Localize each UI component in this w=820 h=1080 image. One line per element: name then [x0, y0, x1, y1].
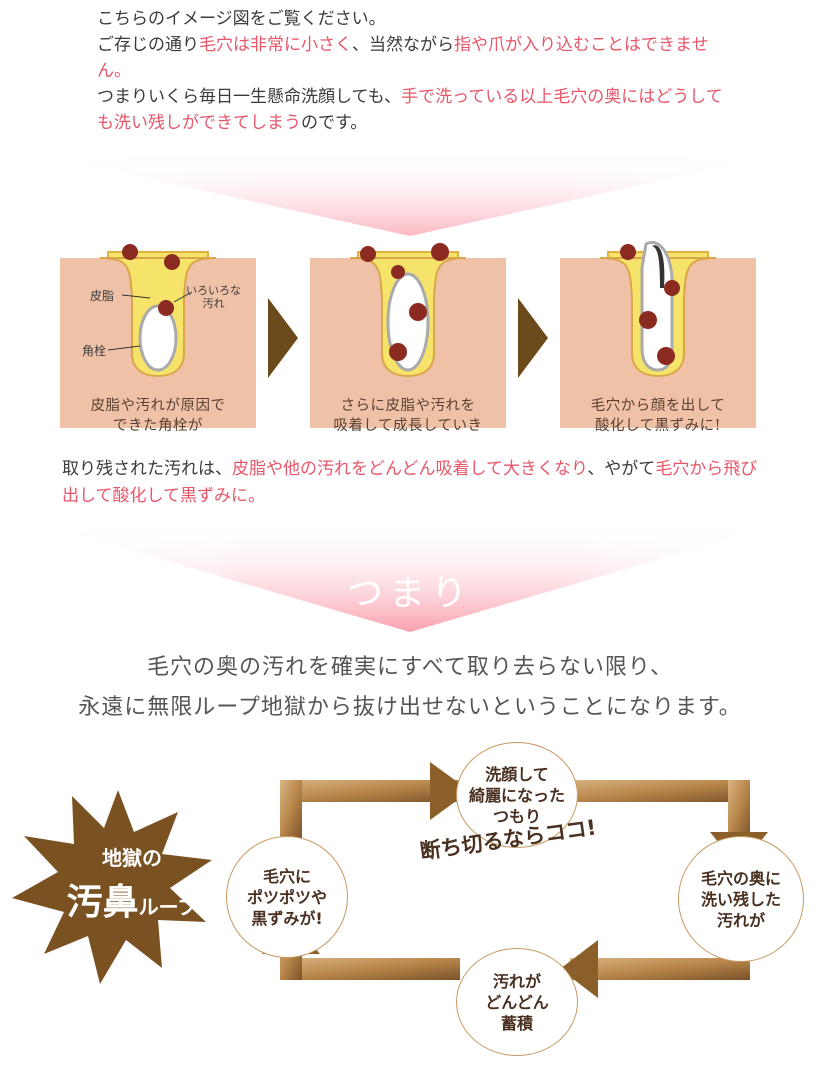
pink-down-arrow-2: [20, 518, 800, 632]
pore-panel-2: [310, 243, 506, 428]
pore-panel-1: [60, 244, 256, 428]
label-plug: 角栓: [82, 344, 107, 358]
intro-line-2: ご存じの通り毛穴は非常に小さく、当然ながら指や爪が入り込むことはできません。: [97, 35, 709, 81]
intro-line-3: つまりいくら毎日一生懸命洗顔しても、手で洗っている以上毛穴の奥にはどうしても洗い…: [97, 87, 723, 133]
panel-3-caption: 毛穴から顔を出して酸化して黒ずみに!: [590, 398, 726, 434]
loop-node-right: 毛穴の奥に 洗い残した 汚れが: [678, 836, 804, 962]
loop-badge: 地獄の 汚鼻ループ: [66, 846, 198, 923]
conclusion-line-1: 毛穴の奥の汚れを確実にすべて取り去らない限り、: [147, 655, 673, 680]
conclusion: 毛穴の奥の汚れを確実にすべて取り去らない限り、 永遠に無限ループ地獄から抜け出せ…: [0, 648, 820, 728]
panel-2-caption: さらに皮脂や汚れを吸着して成長していき: [333, 398, 483, 434]
pink-down-arrow: [20, 150, 800, 236]
panel-1-caption: 皮脂や汚れが原因でできた角栓が: [90, 398, 226, 434]
loop-node-bottom: 汚れが どんどん 蓄積: [456, 948, 578, 1056]
label-sebum: 皮脂: [90, 289, 115, 303]
loop-node-top: 洗顔して 綺麗になった つもり: [456, 742, 578, 848]
conclusion-line-2: 永遠に無限ループ地獄から抜け出せないということになります。: [78, 695, 742, 720]
intro-line-1: こちらのイメージ図をご覧ください。: [97, 9, 386, 29]
intro-paragraph: こちらのイメージ図をご覧ください。 ご存じの通り毛穴は非常に小さく、当然ながら指…: [97, 6, 737, 136]
tsumari-heading: つまり: [346, 573, 473, 614]
pore-panel-3: [560, 241, 756, 428]
brown-chevron-1: [268, 298, 298, 378]
label-dirt: いろいろな 汚れ: [186, 284, 241, 310]
middle-paragraph: 取り残された汚れは、皮脂や他の汚れをどんどん吸着して大きくなり、やがて毛穴から飛…: [62, 459, 758, 506]
starburst-badge: [12, 790, 212, 984]
brown-chevron-2: [518, 298, 548, 378]
loop-node-left: 毛穴に ポツポツや 黒ずみが!: [226, 836, 348, 958]
